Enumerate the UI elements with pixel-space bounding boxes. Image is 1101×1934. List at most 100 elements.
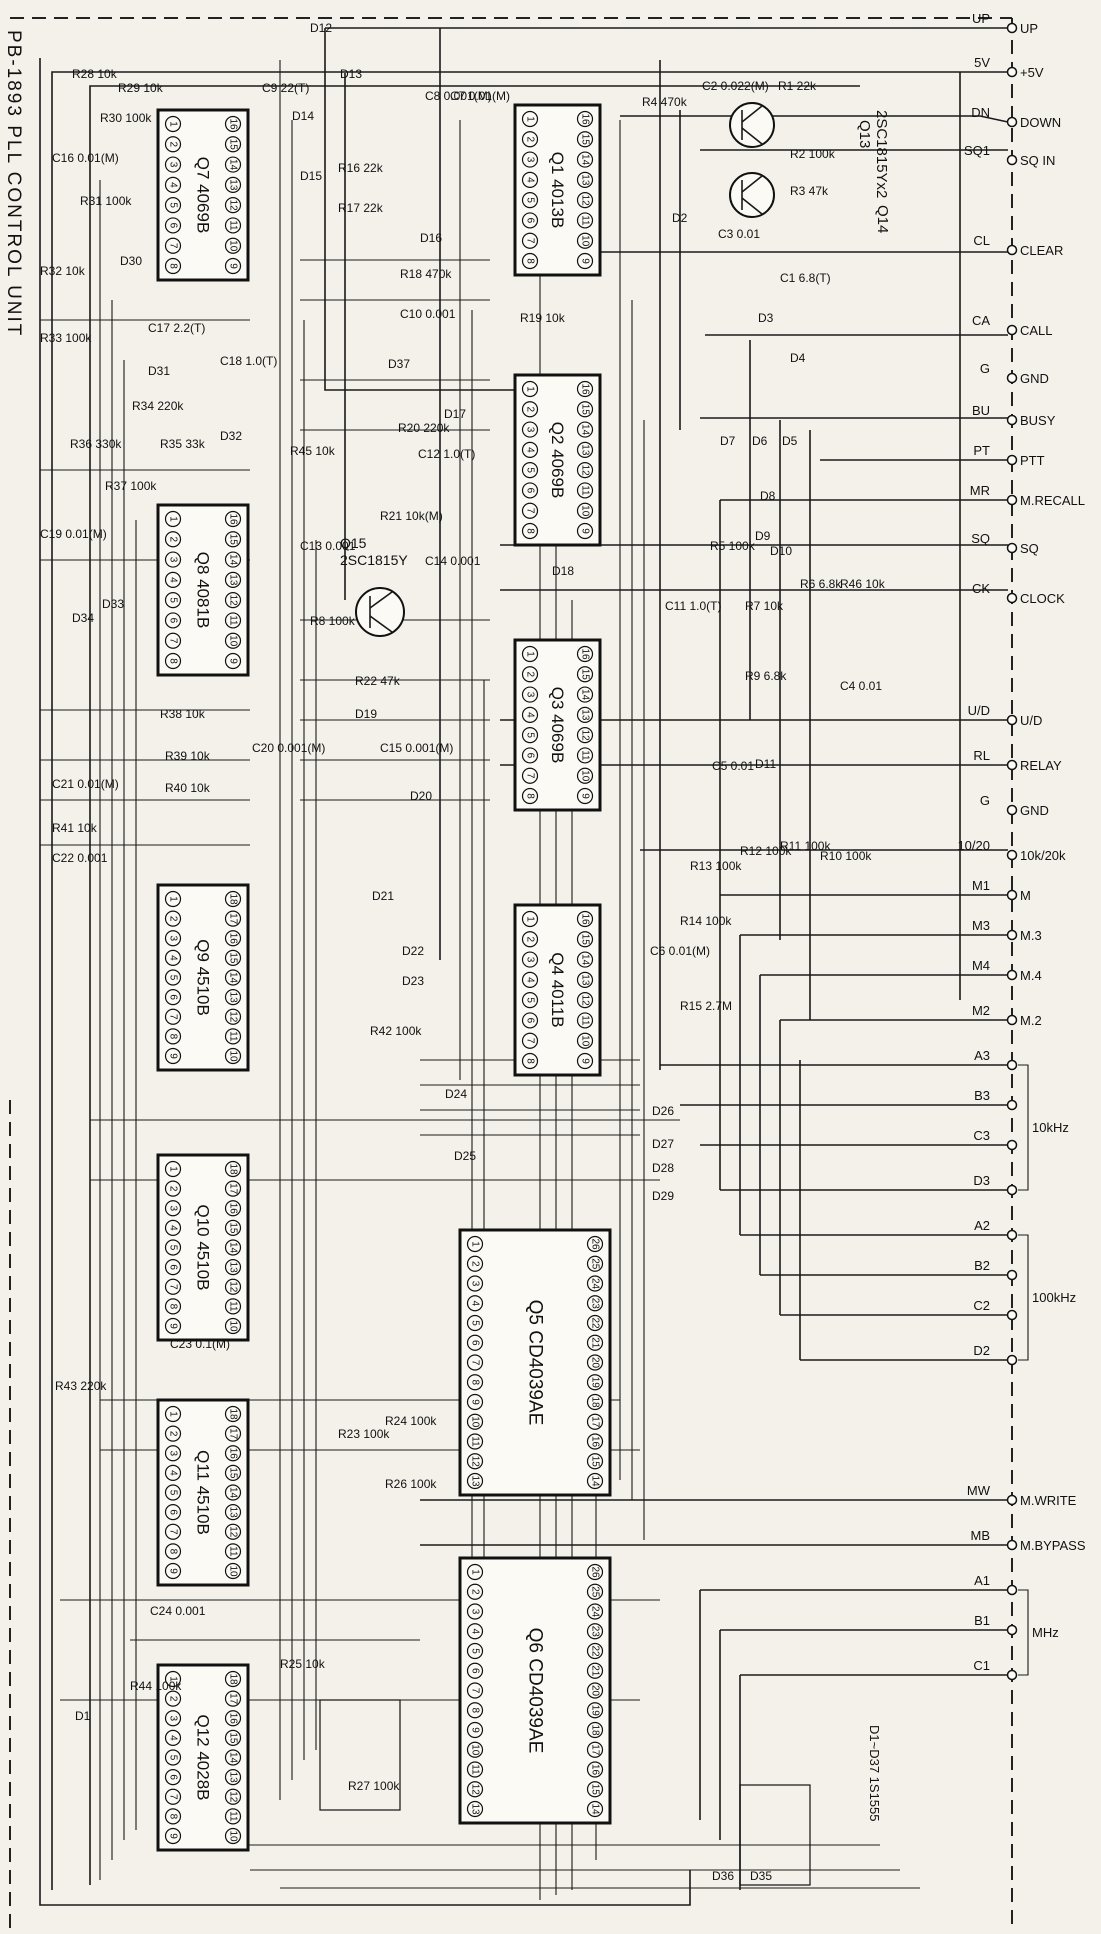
component-label: C2 0.022(M) — [702, 79, 769, 93]
ic-pin — [521, 502, 539, 519]
connector-pin — [1006, 1059, 1018, 1071]
ic-pin-number: 13 — [580, 709, 591, 721]
ic-pin-number: 16 — [228, 1448, 239, 1460]
ic-pin — [586, 1413, 604, 1430]
ic-pin-number: 10 — [228, 1830, 239, 1842]
ic-pin-number: 10 — [580, 505, 591, 517]
ic-pin-number: 1 — [168, 1411, 179, 1417]
ic-pin — [466, 1295, 484, 1312]
ic-pin — [164, 1259, 182, 1276]
ic-pin — [576, 971, 594, 988]
ic-pin — [466, 1781, 484, 1798]
ic-pin-number: 6 — [168, 1774, 179, 1780]
ic-pin-number: 12 — [228, 595, 239, 607]
connector-code: U/D — [968, 703, 990, 718]
ic-pin-number: 11 — [228, 1546, 239, 1557]
ic-pin-number: 17 — [228, 1693, 239, 1705]
connector-code: CK — [972, 581, 990, 596]
group-braces — [1018, 1064, 1029, 1676]
ic-pin-number: 15 — [580, 934, 591, 946]
ic-pin-number: 21 — [590, 1665, 601, 1677]
ic-pin-number: 26 — [590, 1566, 601, 1578]
ic-pin — [164, 632, 182, 649]
connector-code: 5V — [974, 55, 990, 70]
ic-pin — [466, 1623, 484, 1640]
connector-code: M1 — [972, 878, 990, 893]
connector-pin — [1006, 714, 1018, 726]
ic-pin-number: 14 — [580, 424, 591, 436]
ic-pin-number: 16 — [228, 118, 239, 130]
ic-pin — [224, 949, 242, 966]
connector-terminal: M3M.3 — [972, 918, 1042, 943]
dip-switch-right — [739, 1784, 811, 1886]
ic-pin — [466, 1413, 484, 1430]
ic-label: Q9 4510B — [194, 939, 213, 1016]
ic-pin — [586, 1314, 604, 1332]
wiring — [39, 27, 1009, 1906]
ic-pin-number: 9 — [470, 1727, 481, 1733]
ic-pin-number: 13 — [580, 444, 591, 456]
component-label: R32 10k — [40, 264, 86, 278]
ic-pin-number: 10 — [470, 1744, 481, 1756]
component-label: D26 — [652, 1104, 674, 1118]
component-label: R18 470k — [400, 267, 452, 281]
component-label: R15 2.7M — [680, 999, 732, 1013]
connector-name: M.3 — [1020, 928, 1042, 943]
ic-pin-number: 14 — [228, 1752, 239, 1764]
ic-pin — [224, 890, 242, 908]
ic-pin-number: 5 — [525, 197, 536, 203]
ic-pin-number: 3 — [525, 427, 536, 433]
component-label: C16 0.01(M) — [52, 151, 119, 165]
ic-pin-number: 13 — [228, 1262, 239, 1274]
component-label: R16 22k — [338, 161, 384, 175]
ic-pin-number: 14 — [590, 1475, 601, 1487]
ic-pin-number: 7 — [470, 1688, 481, 1694]
ic-pin-number: 2 — [168, 916, 179, 922]
component-label: D27 — [652, 1137, 674, 1151]
ic-pin-number: 15 — [590, 1784, 601, 1796]
ic-pin-number: 2 — [168, 1696, 179, 1702]
ic-pin — [586, 1354, 604, 1371]
ic-pin — [521, 131, 539, 148]
ic-pin-number: 9 — [228, 658, 239, 664]
ic-pin — [466, 1682, 484, 1699]
ic-pin — [521, 686, 539, 703]
ic-pin — [164, 1710, 182, 1727]
component-label: R33 100k — [40, 331, 92, 345]
ic-pin — [576, 171, 594, 188]
connector-terminal: M4M.4 — [972, 958, 1042, 983]
connector-code: M2 — [972, 1003, 990, 1018]
component-label: D10 — [770, 544, 792, 558]
component-label: C4 0.01 — [840, 679, 882, 693]
ic-pin — [164, 1769, 182, 1786]
component-label: C14 0.001 — [425, 554, 481, 568]
ic-pin — [224, 1047, 242, 1065]
ic-pin-number: 6 — [525, 488, 536, 494]
ic-pin — [164, 1543, 182, 1560]
component-label: R2 100k — [790, 147, 836, 161]
component-label: R10 100k — [820, 849, 872, 863]
component-label: C9 22(T) — [262, 81, 309, 95]
ic-pin — [586, 1374, 604, 1391]
ic-pin-number: 11 — [228, 615, 239, 626]
ic-pin-number: 6 — [525, 218, 536, 224]
connector-code: CL — [973, 233, 990, 248]
ic-pin — [466, 1721, 484, 1739]
ic-pin — [224, 1484, 242, 1501]
connector-pin — [1006, 1099, 1018, 1111]
ic-pin-number: 11 — [228, 1811, 239, 1822]
ic-pin-number: 15 — [228, 1222, 239, 1234]
ic-pin — [224, 1808, 242, 1825]
connector-code: D2 — [973, 1343, 990, 1358]
ic-pin-number: 14 — [580, 689, 591, 701]
ic-pin-number: 11 — [580, 750, 591, 761]
connector-pin — [1006, 1669, 1018, 1681]
ic-pin — [164, 890, 182, 908]
ic-pin-number: 6 — [470, 1668, 481, 1674]
connector-code: A2 — [974, 1218, 990, 1233]
ic-pin — [224, 1405, 242, 1423]
